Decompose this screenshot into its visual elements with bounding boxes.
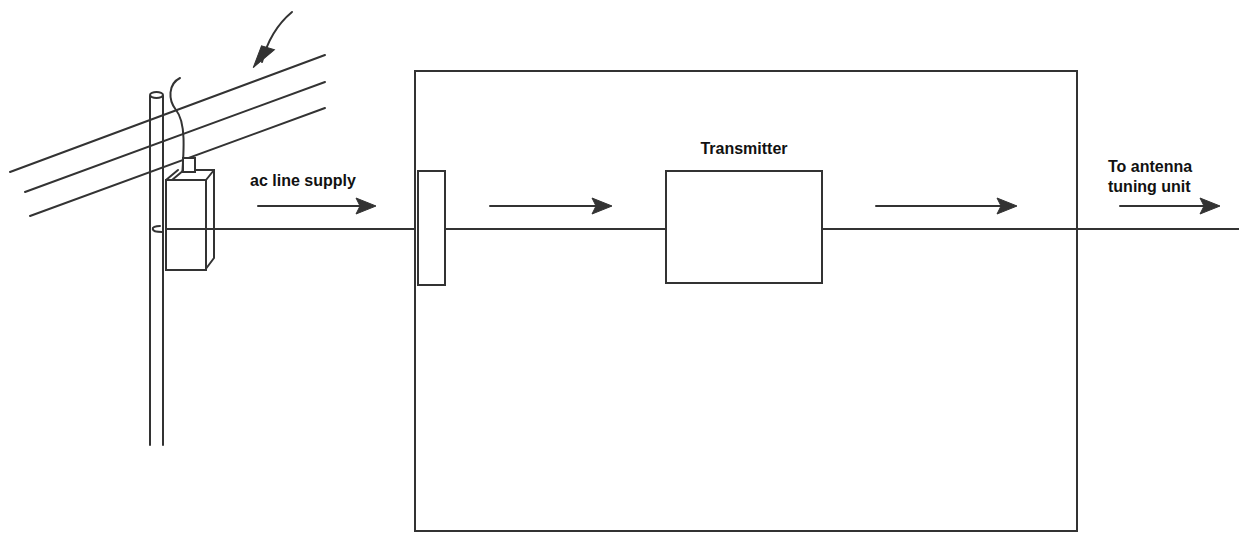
- power-line: [10, 55, 325, 172]
- pointer-arrowhead: [250, 44, 277, 68]
- arrowhead: [592, 198, 612, 214]
- arrowhead: [997, 198, 1017, 214]
- service-line: [166, 228, 415, 230]
- output-label: To antenna tuning unit: [1108, 157, 1228, 197]
- output-wire: [822, 228, 1239, 230]
- pole-top: [150, 92, 163, 98]
- flow-arrow: [490, 205, 598, 207]
- supply-wire: [445, 228, 665, 230]
- arrowhead: [356, 198, 376, 214]
- flow-arrow: [258, 205, 362, 207]
- box-heading: Transmitter: [665, 140, 823, 158]
- building-outline: [415, 71, 1077, 531]
- flow-arrow: [1120, 205, 1206, 207]
- utility-pole: [162, 96, 164, 445]
- arrowhead: [1200, 198, 1220, 214]
- transformer: [166, 180, 206, 270]
- service-loop: [153, 226, 162, 232]
- box-outline: [665, 170, 823, 284]
- drop-wire: [170, 78, 183, 178]
- transmitter-box: Transmitter: [665, 140, 823, 284]
- transformer-bushing: [183, 158, 195, 172]
- utility-pole: [149, 96, 151, 445]
- entry-panel: [418, 171, 445, 285]
- flow-arrow: [876, 205, 1003, 207]
- supply-label: ac line supply: [250, 171, 390, 191]
